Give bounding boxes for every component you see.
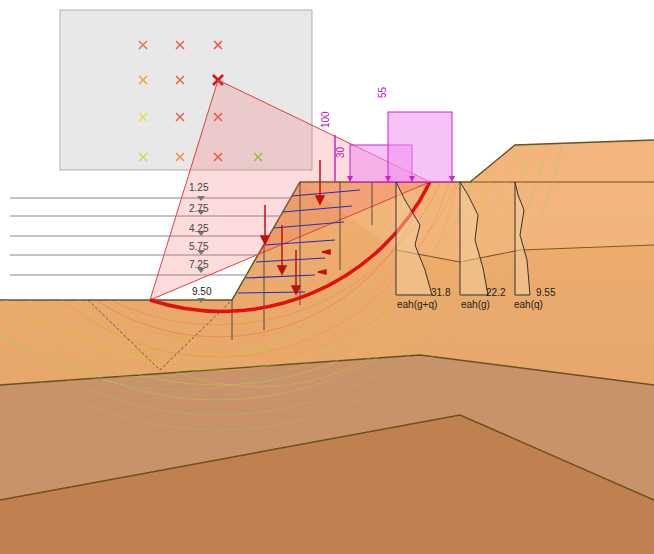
water-depth: 4.25: [189, 223, 208, 234]
pressure-value: 31.8: [431, 287, 450, 298]
pressure-label: eah(q): [514, 299, 543, 310]
water-depth: 9.50: [192, 286, 211, 297]
water-depth: 7.25: [189, 259, 208, 270]
pressure-value: 22.2: [486, 287, 505, 298]
pressure-label: eah(g+q): [397, 299, 437, 310]
load-value: 100: [320, 111, 331, 128]
load-value: 55: [377, 87, 388, 98]
pressure-label: eah(g): [461, 299, 490, 310]
water-depth: 2.75: [189, 203, 208, 214]
pressure-value: 9.55: [536, 287, 555, 298]
water-depth: 1.25: [189, 182, 208, 193]
water-depth: 5.75: [189, 241, 208, 252]
load-value: 30: [335, 147, 346, 158]
